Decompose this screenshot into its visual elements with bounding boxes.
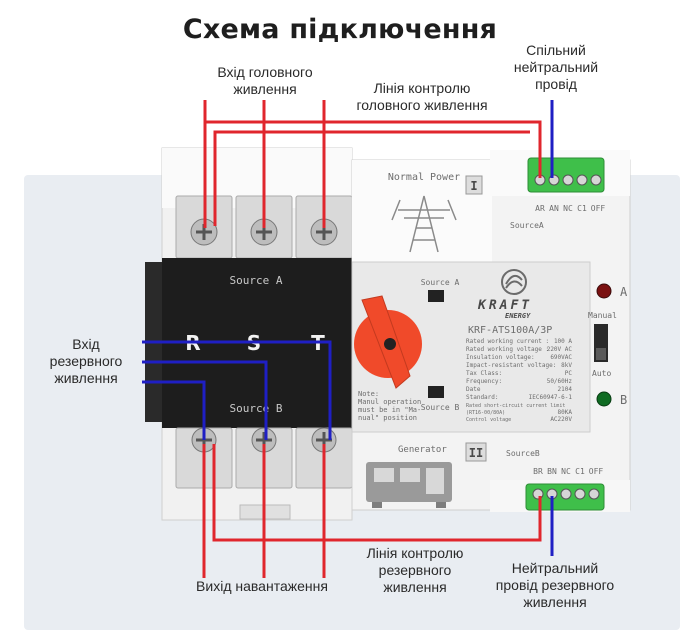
page-title: Схема підключення <box>182 14 498 45</box>
source-a-top-label: SourceA <box>510 221 544 230</box>
generator-label: Generator <box>398 445 447 455</box>
label-main-input: Вхід головного живлення <box>217 64 313 97</box>
top-terminal-labels: AR AN NC C1 OFF <box>535 204 605 213</box>
svg-text:C1: C1 <box>575 467 585 476</box>
normal-power-label: Normal Power <box>388 172 460 183</box>
svg-text:AN: AN <box>549 204 559 213</box>
spec-value: 8kV <box>561 362 572 369</box>
note-text: Note: Manul operation must be in "Ma- nu… <box>358 390 421 422</box>
model-label: KRF-ATS100A/3P <box>468 325 552 336</box>
spec-key: Rated working voltage : <box>466 346 549 353</box>
svg-text:BN: BN <box>547 467 557 476</box>
spec-list: Rated working current : 100 A Rated workin… <box>466 338 572 423</box>
brand-sub: ENERGY <box>505 312 531 320</box>
svg-text:Manul operation: Manul operation <box>358 398 421 406</box>
mode-slider-knob[interactable] <box>596 348 606 360</box>
svg-text:OFF: OFF <box>589 467 604 476</box>
label-main-control: Лінія контролю головного живлення <box>356 80 488 113</box>
spec-value: IEC60947-6-1 <box>529 394 573 401</box>
spec-extra: Rated short-circuit current limit <box>466 403 565 409</box>
reserve-input-wires <box>142 340 332 440</box>
spec-key: Date <box>466 386 481 393</box>
spec-value: 220V AC <box>547 346 573 353</box>
power-tower-icon <box>391 195 457 253</box>
svg-text:OFF: OFF <box>591 204 606 213</box>
spec-value: PC <box>565 370 573 377</box>
spec-key: Insulation voltage: <box>466 354 535 361</box>
main-input-wires <box>203 100 326 228</box>
svg-text:nual" position: nual" position <box>358 414 417 422</box>
spec-value: 690VAC <box>550 354 572 361</box>
bottom-terminal-labels: BR BN NC C1 OFF <box>533 467 603 476</box>
switch-source-b-label: Source B <box>421 403 460 412</box>
source-b-window <box>428 386 444 398</box>
source-a-panel-label: Source A <box>230 274 283 287</box>
source-b-bottom-label: SourceB <box>506 449 540 458</box>
roman-one-box <box>465 175 483 195</box>
svg-text:NC: NC <box>561 467 571 476</box>
switch-source-a-label: Source A <box>421 278 460 287</box>
spec-key: Rated working current : <box>466 338 549 345</box>
indicator-led-a <box>596 283 612 299</box>
mode-auto-label: Auto <box>592 369 611 378</box>
spec-key: Impact-resistant voltage: <box>466 362 556 369</box>
kraft-logo <box>501 269 527 295</box>
switch-handle[interactable] <box>354 295 422 389</box>
spec-value: 50/60Hz <box>547 378 573 385</box>
roman-two-label: II <box>469 446 483 460</box>
source-a-window <box>428 290 444 302</box>
label-common-neutral: Спільний нейтральний провід <box>513 42 599 92</box>
load-output-wires <box>202 444 326 582</box>
roman-one-label: I <box>470 179 477 193</box>
source-b-panel-label: Source B <box>230 402 283 415</box>
label-load-output: Вихід навантаження <box>178 578 346 595</box>
indicator-b-label: B <box>620 393 627 407</box>
reserve-control-wire <box>212 444 542 542</box>
spec-value: 100 A <box>554 338 572 345</box>
bottom-terminal-screws <box>532 488 600 500</box>
spec-extra-value: AC220V <box>550 416 572 423</box>
svg-text:Note:: Note: <box>358 390 379 398</box>
label-reserve-control: Лінія контролю резервного живлення <box>366 545 464 595</box>
svg-text:NC: NC <box>563 204 573 213</box>
roman-two-box <box>465 442 487 462</box>
label-reserve-input: Вхід резервного живлення <box>49 336 123 386</box>
spec-key: Frequency: <box>466 378 502 385</box>
indicator-led-b <box>596 391 612 407</box>
indicator-a-label: A <box>620 285 628 299</box>
svg-text:BR: BR <box>533 467 543 476</box>
top-terminal-screws <box>534 174 602 186</box>
bottom-screw-terminals <box>175 427 353 489</box>
svg-text:AR: AR <box>535 204 545 213</box>
svg-text:C1: C1 <box>577 204 587 213</box>
spec-extra-value: 80KA <box>558 409 573 416</box>
spec-key: Standard: <box>466 394 499 401</box>
svg-text:must be in "Ma-: must be in "Ma- <box>358 406 421 414</box>
label-reserve-neutral: Нейтральний провід резервного живлення <box>495 560 615 610</box>
spec-key: Tax Class: <box>466 370 502 377</box>
mode-manual-label: Manual <box>588 311 617 320</box>
generator-icon <box>366 462 452 508</box>
spec-value: 2104 <box>558 386 573 393</box>
spec-extra: (RT16-00/80A) <box>466 410 505 416</box>
spec-extra: Control voltage <box>466 417 511 423</box>
brand-name: KRAFT <box>477 298 532 313</box>
